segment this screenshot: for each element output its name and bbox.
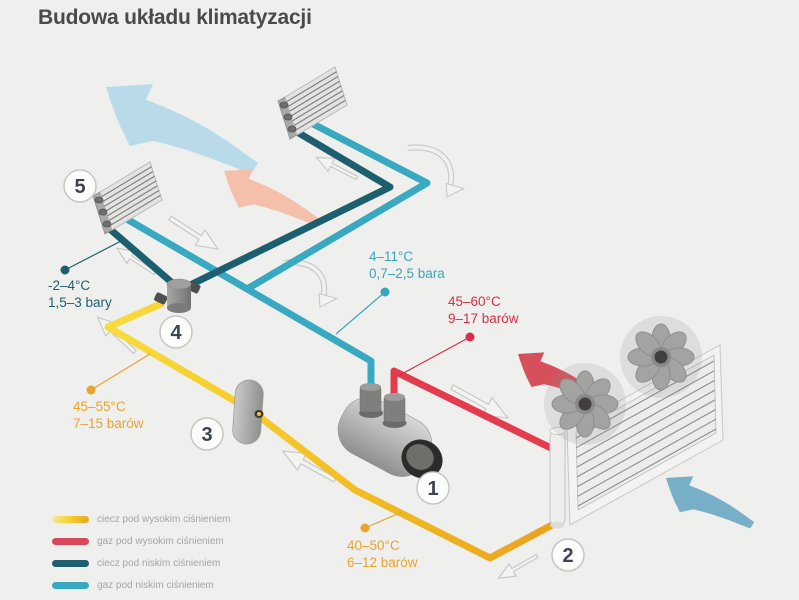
marker-number: 4: [170, 322, 182, 344]
pipe-low-pressure-liquid-a: [101, 221, 180, 290]
legend-swatch-high-pressure-gas: [52, 537, 89, 545]
callout-dot: [86, 385, 96, 395]
compressor: [337, 383, 443, 479]
condenser-fins: [575, 360, 717, 507]
marker-expansion-valve: 4: [159, 315, 193, 349]
page-title: Budowa układu klimatyzacji: [38, 6, 312, 29]
callout-dot: [360, 523, 370, 533]
legend-label: ciecz pod niskim ciśnieniem: [97, 557, 221, 569]
temp-label: -2–4°C: [48, 278, 90, 293]
callout-dot: [380, 287, 390, 297]
pressure-label: 0,7–2,5 bara: [369, 266, 445, 281]
evaporator-right: [277, 66, 348, 140]
temp-label: 45–55°C: [73, 399, 126, 414]
legend-label: gaz pod niskim ciśnieniem: [97, 579, 214, 591]
temp-label: 40–50°C: [347, 538, 400, 553]
pipe-low-pressure-liquid-b: [176, 125, 394, 295]
legend-item-low-pressure-liquid: ciecz pod niskim ciśnieniem: [52, 552, 230, 574]
pressure-label: 9–17 barów: [448, 311, 519, 326]
expansion-valve: [154, 278, 201, 313]
callout-low-pressure-gas: 4–11°C 0,7–2,5 bara: [335, 249, 445, 335]
pipe-low-pressure-gas-b: [245, 108, 431, 293]
callout-dot: [60, 265, 70, 275]
legend-item-high-pressure-liquid: ciecz pod wysokim ciśnieniem: [52, 508, 230, 530]
pipe-high-pressure-gas: [390, 367, 555, 453]
marker-number: 3: [201, 424, 212, 446]
component-markers: 1 2 3 4 5: [63, 169, 585, 572]
callout-condenser-outlet: 40–50°C 6–12 barów: [347, 511, 418, 570]
filter-drier: [232, 379, 264, 445]
temp-label: 45–60°C: [448, 294, 501, 309]
flow-arrow: [277, 442, 341, 489]
legend-swatch-high-pressure-liquid: [52, 515, 89, 523]
marker-evaporator: 5: [63, 169, 97, 203]
condenser-fan-left: [543, 362, 627, 446]
uturn-arrow: [407, 144, 465, 203]
marker-number: 2: [562, 545, 573, 567]
pressure-label: 7–15 barów: [73, 416, 144, 431]
marker-number: 1: [427, 478, 438, 500]
legend-item-low-pressure-gas: gaz pod niskim ciśnieniem: [52, 574, 230, 596]
cool-air-out-arrow: [106, 84, 258, 174]
uturn-arrow: [283, 259, 338, 313]
legend-label: gaz pod wysokim ciśnieniem: [97, 535, 224, 547]
ambient-air-in-arrow: [666, 476, 755, 529]
legend-item-high-pressure-gas: gaz pod wysokim ciśnieniem: [52, 530, 230, 552]
condenser-header: [549, 429, 566, 527]
legend: ciecz pod wysokim ciśnieniem gaz pod wys…: [52, 508, 230, 596]
marker-number: 5: [74, 176, 85, 198]
condenser-fan-right: [619, 315, 703, 399]
callout-dot: [465, 332, 475, 342]
marker-filter-drier: 3: [190, 417, 224, 451]
pressure-label: 6–12 barów: [347, 555, 418, 570]
pipe-high-pressure-liquid: [104, 299, 554, 562]
callout-low-pressure-liquid: -2–4°C 1,5–3 bary: [48, 239, 124, 310]
temp-label: 4–11°C: [369, 249, 413, 264]
callout-high-pressure-liquid: 45–55°C 7–15 barów: [73, 353, 151, 431]
pressure-label: 1,5–3 bary: [48, 295, 112, 310]
legend-swatch-low-pressure-liquid: [52, 559, 89, 567]
marker-condenser: 2: [551, 538, 585, 572]
warm-air-in-arrow: [224, 169, 319, 225]
legend-label: ciecz pod wysokim ciśnieniem: [97, 513, 231, 525]
legend-swatch-low-pressure-gas: [52, 581, 89, 589]
callout-high-pressure-gas: 45–60°C 9–17 barów: [397, 294, 519, 377]
marker-compressor: 1: [416, 471, 450, 505]
